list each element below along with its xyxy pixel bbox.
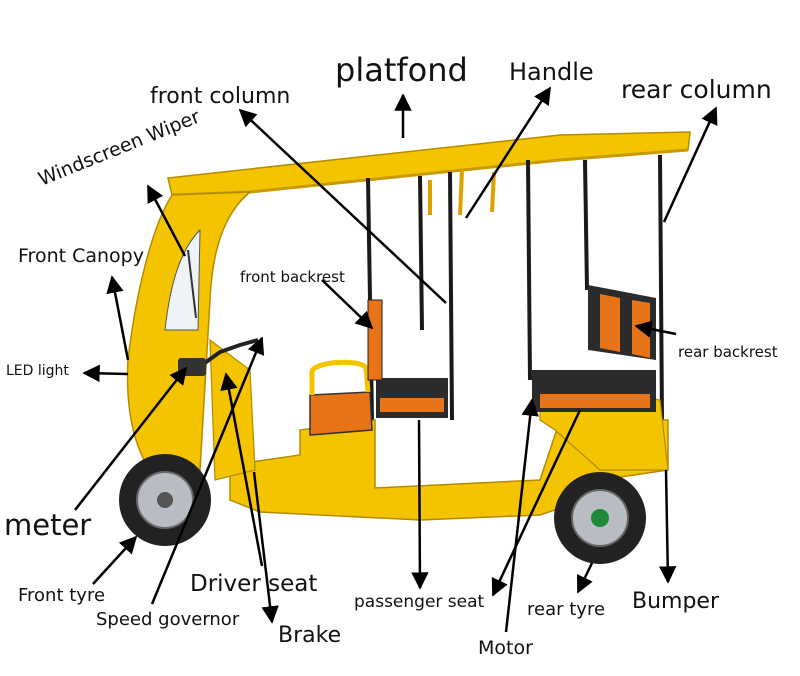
arrow-windscreen-wiper [146,184,187,257]
arrow-driver-seat [220,372,264,567]
label-platfond: platfond [335,51,468,89]
arrow-meter [74,366,188,511]
label-front-canopy: Front Canopy [18,245,144,267]
label-meter: meter [4,508,92,542]
rear-wheel [554,472,646,564]
arrow-front-canopy [106,275,130,361]
arrow-bumper [658,469,677,584]
arrow-motor-2 [491,409,582,597]
arrow-rear-column [662,106,718,223]
label-led-light: LED light [6,363,69,379]
label-motor: Motor [478,637,533,659]
windscreen [164,228,201,331]
front-canopy-shape [126,191,253,471]
label-passenger-seat: passenger seat [354,592,485,612]
label-driver-seat: Driver seat [190,571,318,597]
vehicle-illustration [119,131,691,564]
arrow-rear-backrest [634,320,677,338]
driver-backrest-frame [309,359,371,395]
label-speed-governor: Speed governor [96,609,240,630]
arrow-handle [464,86,552,219]
label-front-column: front column [150,84,291,109]
arrow-front-column [238,108,447,304]
arrow-led-light [82,364,129,383]
front-backrest-shape [367,299,383,381]
driver-seat-shape [309,391,373,436]
label-front-tyre: Front tyre [18,585,106,606]
wiper [187,249,197,319]
label-handle: Handle [509,58,594,86]
label-rear-backrest: rear backrest [678,343,778,361]
label-bumper: Bumper [632,589,720,614]
label-rear-column: rear column [621,75,772,104]
label-front-backrest: front backrest [240,268,345,286]
front-wheel [119,454,211,546]
arrow-passenger-seat [411,419,429,590]
arrow-front-tyre [92,535,138,585]
arrow-front-backrest [321,279,374,330]
arrow-speed-governor [150,336,265,605]
callout-arrows [74,86,718,633]
label-brake: Brake [278,623,342,648]
grab-handles [428,169,496,216]
arrow-rear-tyre [576,562,594,594]
label-rear-tyre: rear tyre [527,599,606,620]
rear-columns [526,154,664,421]
arrow-motor [504,398,539,633]
arrow-brake [252,471,279,624]
